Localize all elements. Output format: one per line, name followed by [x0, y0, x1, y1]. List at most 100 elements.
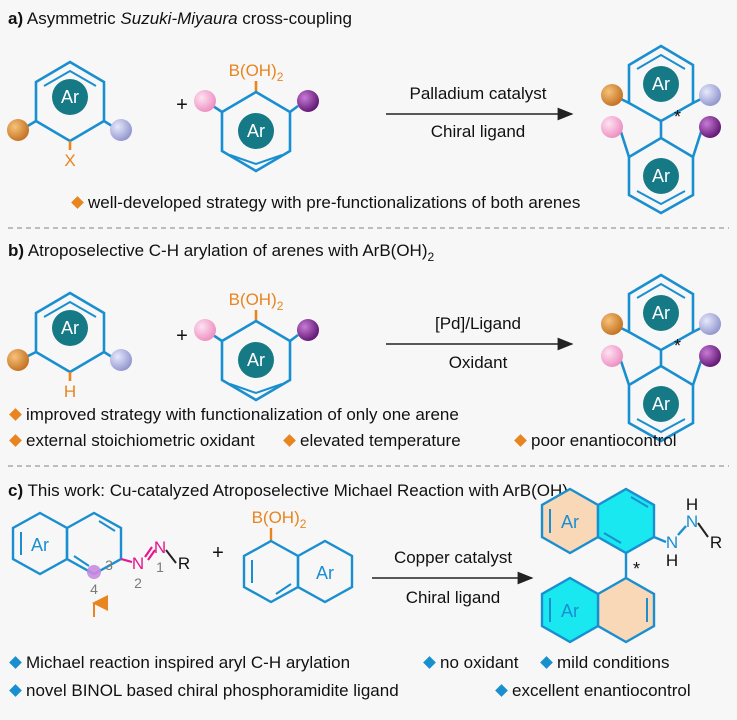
r-group-label: R — [710, 533, 722, 552]
arrow-top-label: Copper catalyst — [394, 548, 512, 567]
biaryl-hydrazine-product: Ar * Ar N H N H R — [540, 487, 722, 644]
ar-disc — [238, 113, 274, 149]
bond — [103, 350, 113, 359]
diamond-bullet-icon — [283, 434, 296, 447]
boronic-acid-label: B(OH)2 — [229, 61, 284, 84]
position-2-label: 2 — [134, 575, 142, 591]
position-3-label: 3 — [105, 557, 113, 573]
substituent-lavender-sphere — [110, 349, 132, 371]
diamond-bullet-icon — [9, 684, 22, 697]
ar-label: Ar — [561, 512, 579, 532]
panel-a-title-suffix: cross-coupling — [238, 9, 352, 28]
bond — [289, 104, 299, 114]
ring-double-bond — [636, 190, 686, 206]
naphthylboronic-acid: B(OH)2 Ar — [242, 508, 354, 604]
arrow-top-label: Palladium catalyst — [409, 84, 546, 103]
ar-label: Ar — [31, 535, 49, 555]
ar-disc — [52, 310, 88, 346]
panel-a-title: a) Asymmetric Suzuki-Miyaura cross-coupl… — [8, 9, 352, 28]
naphthalene-ring-peach — [596, 576, 656, 644]
ring-double-bond — [636, 53, 686, 70]
ar-label: Ar — [652, 303, 670, 323]
hydrazine-n-label: N — [686, 512, 698, 531]
panel-a-title-plain: Asymmetric — [23, 9, 120, 28]
boronic-acid-label: B(OH)2 — [229, 290, 284, 313]
substituent-lavender-sphere — [699, 313, 721, 335]
bond — [103, 119, 113, 128]
ring-double-bond — [636, 282, 686, 299]
arrow-top-label: [Pd]/Ligand — [435, 314, 521, 333]
arrow-bottom-label: Chiral ligand — [431, 122, 526, 141]
substituent-purple-sphere — [297, 90, 319, 112]
panel-c: c) This work: Cu-catalyzed Atroposelecti… — [8, 481, 722, 700]
panel-c-title: c) This work: Cu-catalyzed Atroposelecti… — [8, 481, 575, 504]
stereo-mark: * — [633, 559, 640, 579]
hydrazine-h-label: H — [666, 551, 678, 570]
arylboronic-acid: B(OH)2 Ar — [194, 290, 319, 402]
ar-label: Ar — [247, 350, 265, 370]
bond — [212, 333, 223, 343]
panel-b-bullets: improved strategy with functionalization… — [9, 405, 677, 450]
stereo-mark: * — [674, 107, 681, 127]
ar-label: Ar — [247, 121, 265, 141]
hydrazine-h-label: H — [686, 495, 698, 514]
diamond-bullet-icon — [9, 656, 22, 669]
ar-disc — [52, 79, 88, 115]
ring-double-bond — [229, 383, 283, 395]
substituent-pink-sphere — [601, 345, 623, 367]
ar-label: Ar — [316, 563, 334, 583]
diamond-bullet-icon — [71, 196, 84, 209]
bond — [619, 131, 631, 158]
hydrazine-n-label: N — [666, 533, 678, 552]
panel-b-bullet-1: improved strategy with functionalization… — [26, 405, 459, 424]
panel-a-prefix: a) — [8, 9, 23, 28]
substituent-orange-sphere — [7, 119, 29, 141]
plus-sign: + — [212, 542, 224, 564]
reactive-site-highlight — [87, 565, 101, 579]
n-r-bond — [697, 522, 709, 538]
panel-b: b) Atroposelective C-H arylation of aren… — [7, 241, 721, 450]
ar-label: Ar — [61, 318, 79, 338]
bond — [212, 104, 223, 114]
bond — [692, 97, 702, 105]
stereo-mark: * — [674, 336, 681, 356]
panel-b-title: b) Atroposelective C-H arylation of aren… — [8, 241, 434, 264]
ar-disc — [238, 342, 274, 378]
azo-n-label: N — [132, 554, 144, 573]
panel-c-bullet-3: mild conditions — [557, 653, 669, 672]
panel-b-bullet-2: external stoichiometric oxidant — [26, 431, 255, 450]
substituent-lavender-sphere — [110, 119, 132, 141]
bond — [619, 360, 631, 386]
position-4-label: 4 — [90, 581, 98, 597]
bond — [691, 131, 703, 158]
bond — [620, 326, 630, 334]
aryl-halide: Ar X — [7, 60, 132, 170]
ar-disc — [643, 295, 679, 331]
ar-disc — [643, 386, 679, 422]
c-n-bond — [120, 557, 133, 564]
diamond-bullet-icon — [423, 656, 436, 669]
n-n-bond — [677, 525, 687, 536]
ring-double-bond — [73, 555, 90, 567]
diamond-bullet-icon — [495, 684, 508, 697]
plus-sign: + — [176, 325, 188, 347]
ring-double-bond — [630, 496, 649, 508]
bond — [620, 97, 630, 105]
substituent-purple-sphere — [699, 116, 721, 138]
arrow-bottom-label: Chiral ligand — [406, 588, 501, 607]
ar-label: Ar — [652, 74, 670, 94]
panel-a-bullet: well-developed strategy with pre-functio… — [71, 193, 580, 212]
substituent-pink-sphere — [194, 319, 216, 341]
position-1-label: 1 — [156, 559, 164, 575]
naphthalene-ring-cyan — [596, 487, 656, 555]
arylboronic-acid: B(OH)2 Ar — [194, 61, 319, 173]
ring-double-bond — [636, 418, 686, 434]
ring-double-bond — [275, 583, 292, 595]
panel-b-bullet-3: elevated temperature — [300, 431, 461, 450]
ring-double-bond — [43, 69, 97, 87]
r-group-label: R — [178, 554, 190, 573]
biaryl-product: Ar * Ar — [601, 273, 721, 443]
panel-b-bullet-4: poor enantiocontrol — [531, 431, 677, 450]
panel-c-bullet-4: novel BINOL based chiral phosphoramidite… — [26, 681, 399, 700]
